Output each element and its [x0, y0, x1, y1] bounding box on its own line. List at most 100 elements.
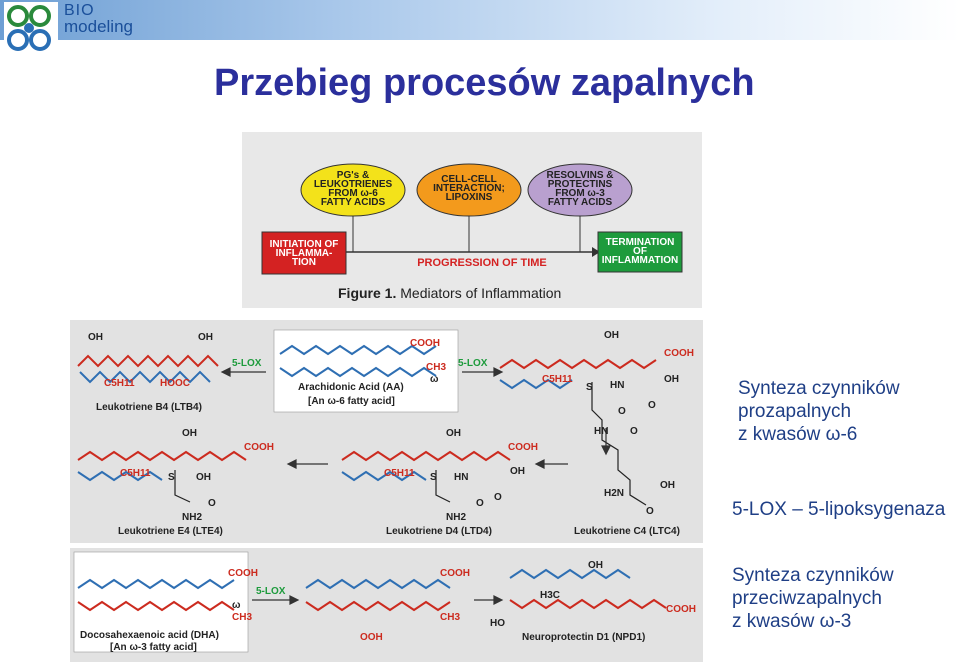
- intermediate-cooh: COOH: [440, 568, 470, 579]
- bubble2-line2: INTERACTION;: [433, 183, 505, 194]
- npd1-oh: OH: [588, 560, 603, 571]
- ltd4-o-1: O: [476, 498, 484, 509]
- dha-pathway: COOH CH3 ω Docosahexaenoic acid (DHA) [A…: [70, 548, 703, 662]
- npd1-cooh: COOH: [666, 604, 696, 615]
- bubble3-line2: PROTECTINS: [548, 179, 613, 190]
- header-bar: [0, 0, 960, 40]
- ltb4-oh-2: OH: [198, 332, 213, 343]
- ltb4-name: Leukotriene B4 (LTB4): [96, 402, 202, 413]
- intermediate-ooh: OOH: [360, 632, 383, 643]
- aa-ch3: CH3: [426, 362, 446, 373]
- aa-cooh: COOH: [410, 338, 440, 349]
- note3-line3: z kwasów ω-3: [732, 611, 852, 632]
- lte4-o: O: [208, 498, 216, 509]
- bubble1-line4: FATTY ACIDS: [321, 197, 386, 208]
- note-5lox-definition: 5-LOX – 5-lipoksygenaza: [732, 499, 946, 520]
- leukotriene-structures: 5-LOX 5-LOX OH OH C5H11 HOOC Leukotriene…: [77, 329, 694, 537]
- ltc4-name: Leukotriene C4 (LTC4): [574, 526, 680, 537]
- mediators-figure: PG's & LEUKOTRIENES FROM ω-6 FATTY ACIDS…: [242, 132, 702, 308]
- lte4-oh-2: OH: [196, 472, 211, 483]
- dha-omega: ω: [232, 600, 241, 611]
- bubble2-line3: LIPOXINS: [446, 192, 493, 203]
- aa-name: Arachidonic Acid (AA): [298, 382, 404, 393]
- ltc4-c5h11: C5H11: [542, 374, 573, 385]
- termination-box: [597, 231, 683, 273]
- ltc4-o-1: O: [648, 400, 656, 411]
- slide-title: Przebieg procesów zapalnych: [214, 62, 755, 104]
- ltb4-oh-1: OH: [88, 332, 103, 343]
- ltc4-oh-2: OH: [664, 374, 679, 385]
- bubble3-line4: FATTY ACIDS: [548, 197, 613, 208]
- npd1-ho: HO: [490, 618, 505, 629]
- ltd4-name: Leukotriene D4 (LTD4): [386, 526, 492, 537]
- note-antiinflammatory: Synteza czynników przeciwzapalnych z kwa…: [732, 564, 894, 633]
- initiation-line2: INFLAMMA-: [276, 248, 333, 259]
- ltd4-s: S: [430, 472, 437, 483]
- progression-label: PROGRESSION OF TIME: [417, 257, 547, 269]
- ltc4-o-3: O: [630, 426, 638, 437]
- ltb4-hooc: HOOC: [160, 378, 190, 389]
- dha-structures: COOH CH3 ω Docosahexaenoic acid (DHA) [A…: [73, 551, 696, 653]
- termination-line2: OF: [633, 246, 647, 257]
- dha-cooh: COOH: [228, 568, 258, 579]
- timeline-diagram: PG's & LEUKOTRIENES FROM ω-6 FATTY ACIDS…: [261, 163, 683, 301]
- lte4-s: S: [168, 472, 175, 483]
- caption-bold: Figure 1.: [338, 285, 396, 301]
- note3-line2: przeciwzapalnych: [732, 588, 882, 609]
- termination-line3: INFLAMMATION: [602, 255, 678, 266]
- dha-name: Docosahexaenoic acid (DHA): [80, 630, 219, 641]
- npd1-h3c: H3C: [540, 590, 560, 601]
- aa-omega: ω: [430, 374, 439, 385]
- ltc4-h2n: H2N: [604, 488, 624, 499]
- ltd4-cooh: COOH: [508, 442, 538, 453]
- ltd4-hn: HN: [454, 472, 468, 483]
- leukotriene-pathway: 5-LOX 5-LOX OH OH C5H11 HOOC Leukotriene…: [70, 320, 703, 543]
- lte4-name: Leukotriene E4 (LTE4): [118, 526, 223, 537]
- bubble1-line1: PG's &: [337, 170, 369, 181]
- initiation-line1: INITIATION OF: [270, 239, 339, 250]
- ltc4-hn-1: HN: [610, 380, 624, 391]
- enzyme-label-1: 5-LOX: [232, 358, 262, 369]
- bubble3-line3: FROM ω-3: [555, 188, 605, 199]
- initiation-line3: TION: [292, 257, 316, 268]
- ltd4-oh-2: OH: [510, 466, 525, 477]
- ltd4-oh: OH: [446, 428, 461, 439]
- intermediate-ch3: CH3: [440, 612, 460, 623]
- ltc4-oh-3: OH: [660, 480, 675, 491]
- lte4-c5h11: C5H11: [120, 468, 151, 479]
- bubble3-line1: RESOLVINS &: [546, 170, 613, 181]
- note3-line1: Synteza czynników: [732, 565, 894, 586]
- figure-caption: Figure 1. Mediators of Inflammation: [338, 285, 561, 301]
- npd1-name: Neuroprotectin D1 (NPD1): [522, 632, 645, 643]
- bubble2-line1: CELL-CELL: [441, 174, 497, 185]
- ltc4-oh: OH: [604, 330, 619, 341]
- logo-line-modeling: modeling: [64, 17, 133, 36]
- dha-sub: [An ω-3 fatty acid]: [110, 642, 197, 653]
- ltc4-cooh: COOH: [664, 348, 694, 359]
- ltc4-o-2: O: [618, 406, 626, 417]
- lte4-nh2: NH2: [182, 512, 202, 523]
- dha-ch3: CH3: [232, 612, 252, 623]
- bubble1-line3: FROM ω-6: [328, 188, 378, 199]
- lte4-cooh: COOH: [244, 442, 274, 453]
- enzyme-label-3: 5-LOX: [256, 586, 286, 597]
- ltc4-s: S: [586, 382, 593, 393]
- ltd4-o-2: O: [494, 492, 502, 503]
- caption-rest: Mediators of Inflammation: [396, 285, 561, 301]
- aa-sub: [An ω-6 fatty acid]: [308, 396, 395, 407]
- note1-line1: Synteza czynników: [738, 378, 900, 399]
- note1-line2: prozapalnych: [738, 401, 852, 422]
- termination-line1: TERMINATION: [606, 237, 675, 248]
- enzyme-label-2: 5-LOX: [458, 358, 488, 369]
- note-proinflammatory: Synteza czynników prozapalnych z kwasów …: [738, 377, 900, 446]
- biomodeling-logo-icon: [4, 2, 58, 56]
- note1-line3: z kwasów ω-6: [738, 424, 858, 445]
- lte4-oh: OH: [182, 428, 197, 439]
- ltd4-nh2: NH2: [446, 512, 466, 523]
- ltb4-c5h11: C5H11: [104, 378, 135, 389]
- logo-wordmark: BIO modeling: [64, 2, 133, 36]
- bubble1-line2: LEUKOTRIENES: [314, 179, 393, 190]
- ltd4-c5h11: C5H11: [384, 468, 415, 479]
- initiation-box: [261, 231, 347, 275]
- logo-line-bio: BIO: [64, 2, 95, 19]
